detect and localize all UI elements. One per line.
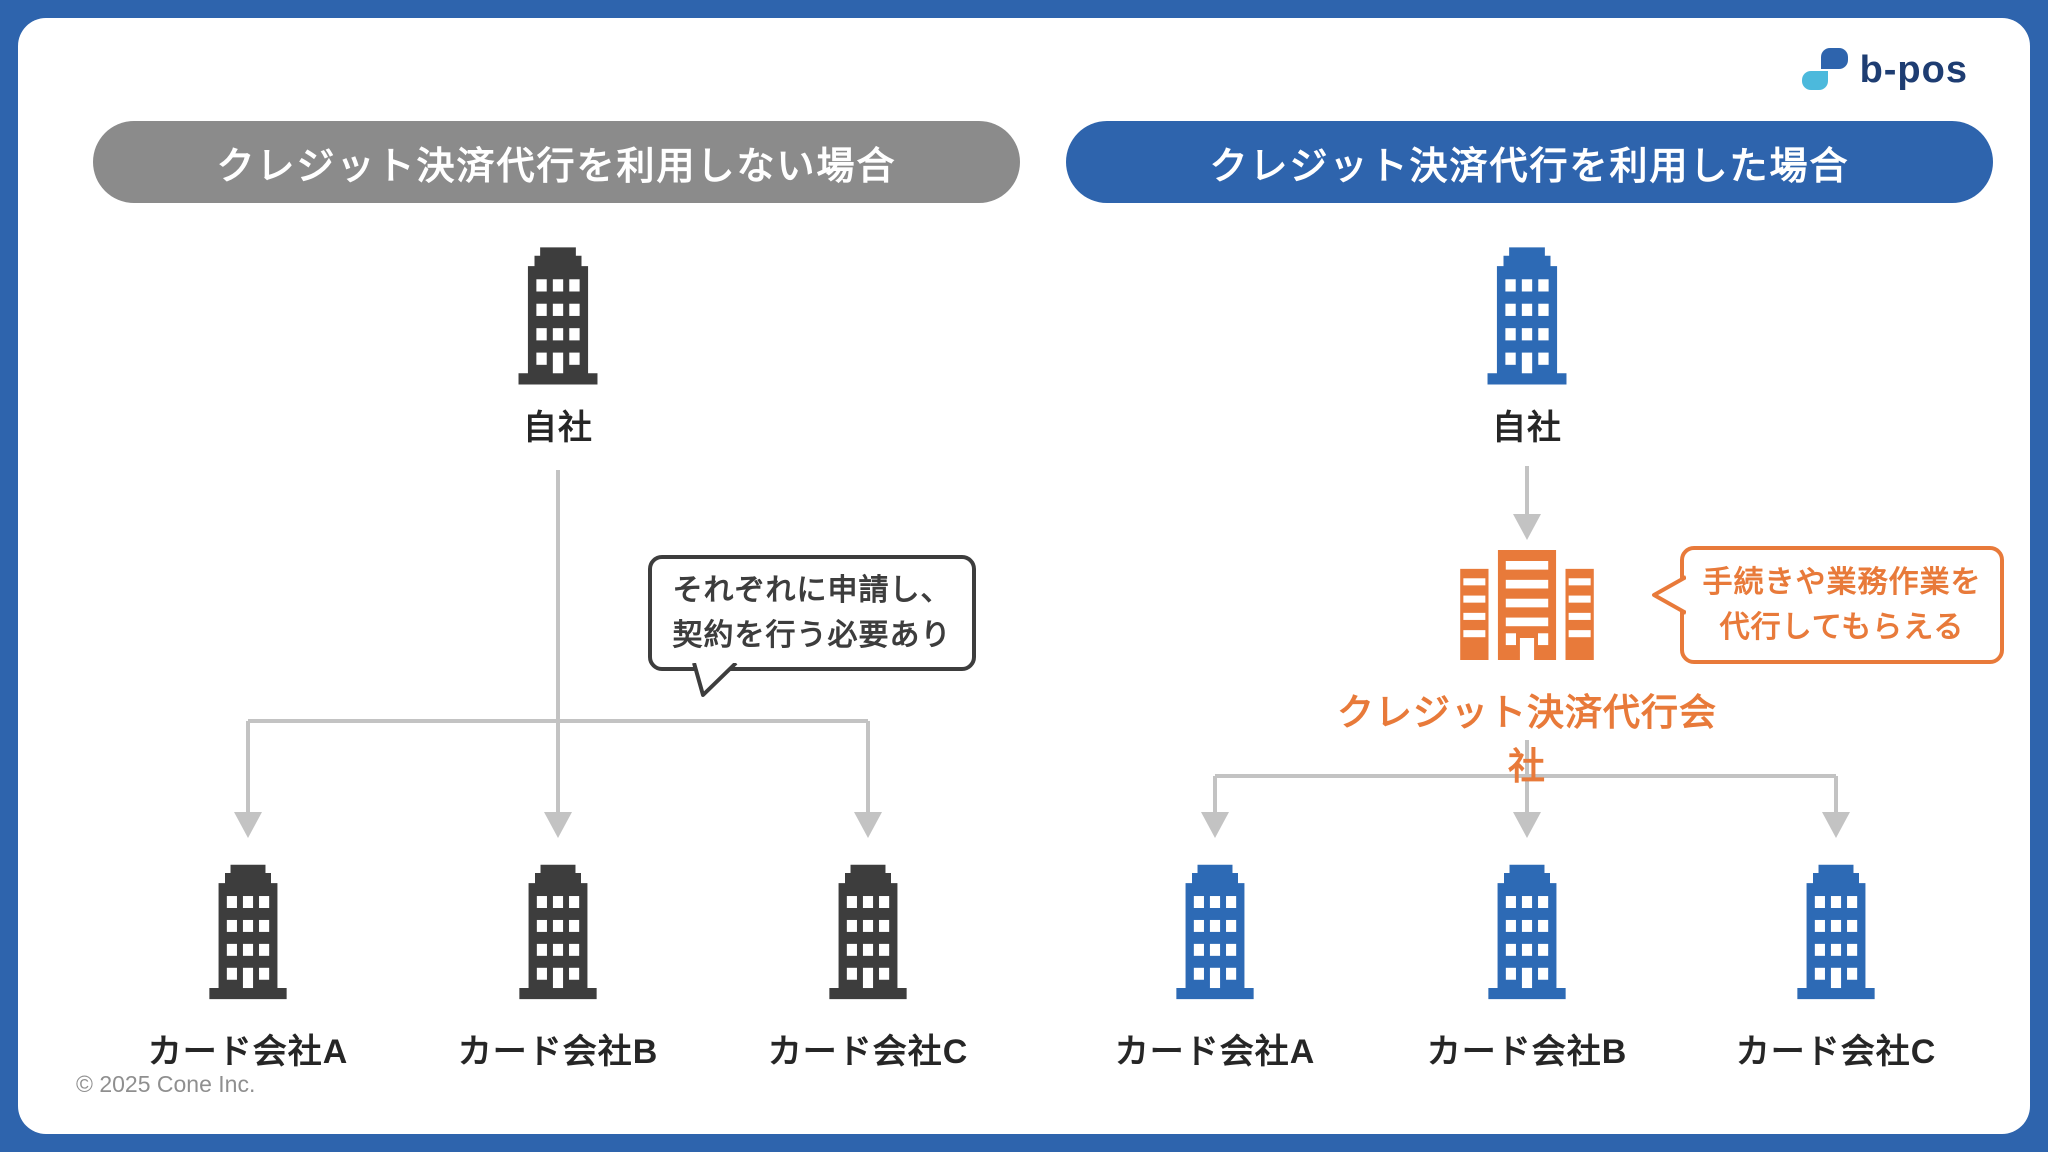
left-note-line2: 契約を行う必要あり [672, 619, 952, 652]
left-note-bubble: それぞれに申請し、 契約を行う必要あり [648, 555, 976, 671]
right-note-bubble: 手続きや業務作業を 代行してもらえる [1680, 546, 2004, 664]
logo-text: b-pos [1859, 49, 1968, 91]
left-card-a-icon [202, 861, 294, 1001]
right-note-line1: 手続きや業務作業を [1702, 566, 1982, 599]
copyright-text: © 2025 Cone Inc. [76, 1071, 256, 1097]
header-without-agency: クレジット決済代行を利用しない場合 [93, 121, 1020, 203]
left-card-c-label: カード会社C [767, 1033, 969, 1071]
right-note-line2: 代行してもらえる [1719, 611, 1965, 644]
left-card-b-label: カード会社B [457, 1033, 659, 1071]
logo-shape-dark [1820, 48, 1848, 69]
right-card-c-label: カード会社C [1735, 1033, 1937, 1071]
right-card-a-icon [1169, 861, 1261, 1001]
right-card-a-label: カード会社A [1114, 1033, 1316, 1071]
header-with-agency: クレジット決済代行を利用した場合 [1066, 121, 1993, 203]
right-note-bubble-tail [1652, 575, 1686, 615]
header-with-agency-label: クレジット決済代行を利用した場合 [1209, 145, 1850, 188]
right-card-b-icon [1481, 861, 1573, 1001]
right-card-b-label: カード会社B [1426, 1033, 1628, 1071]
brand-logo: b-pos [1801, 48, 1968, 92]
left-card-c-icon [822, 861, 914, 1001]
right-own-company-icon [1480, 244, 1574, 386]
left-note-line1: それぞれに申請し、 [672, 574, 952, 607]
b-pos-logo-icon [1801, 48, 1848, 92]
left-own-company-label: 自社 [523, 409, 593, 447]
agency-label: クレジット決済代行会社 [1337, 692, 1717, 787]
content-panel: b-pos クレジット決済代行を利用しない場合 クレジット決済代行を利用した場合… [18, 18, 2030, 1134]
right-own-company-label: 自社 [1492, 409, 1562, 447]
left-card-b-icon [512, 861, 604, 1001]
left-own-company-icon [511, 244, 605, 386]
logo-shape-light [1801, 71, 1828, 90]
right-card-c-icon [1790, 861, 1882, 1001]
agency-building-icon [1452, 550, 1602, 660]
header-without-agency-label: クレジット決済代行を利用しない場合 [216, 145, 897, 188]
left-card-a-label: カード会社A [147, 1033, 349, 1071]
left-note-bubble-tail [692, 663, 738, 697]
